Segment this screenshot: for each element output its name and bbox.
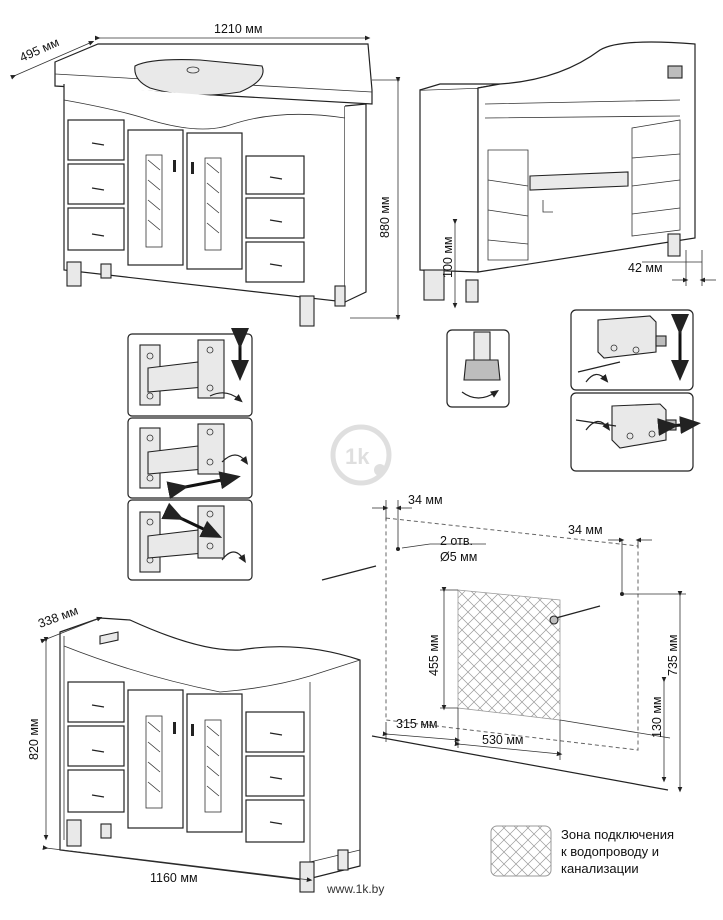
holes-diameter-label: Ø5 мм [440,550,477,564]
legend-swatch [490,825,552,877]
wall-left-margin-label: 34 мм [408,493,443,507]
legend-line-1: Зона подключения [561,827,675,842]
back-view-drawing [419,41,716,309]
bracket-panel-2 [570,392,701,472]
watermark-logo-text: 1k [345,444,370,469]
top-height-label: 880 мм [378,196,392,238]
bottom-height-label: 820 мм [27,718,41,760]
wall-right-margin-label: 34 мм [568,523,603,537]
hinge-panel-1 [127,328,253,417]
zone-left-label: 315 мм [396,717,438,731]
watermark-logo [330,424,392,486]
hinge-panel-3 [127,499,253,581]
zone-height-label: 455 мм [427,634,441,676]
leg-adjust-panel [446,329,510,408]
legend-line-2: к водопроводу и [561,844,659,859]
footer-watermark: www.1k.by [327,882,385,896]
top-cabinet-drawing [10,35,401,327]
back-offset-label: 42 мм [628,261,663,275]
leg-height-label: 100 мм [441,236,455,278]
bracket-panel-1 [570,309,694,391]
mount-height-label: 735 мм [666,634,680,676]
legend-text: Зона подключения к водопроводу и канализ… [561,826,721,877]
hinge-panel-2 [127,417,253,500]
bottom-cabinet-drawing [40,616,361,893]
floor-offset-label: 130 мм [650,696,664,738]
top-width-label: 1210 мм [214,22,262,36]
wall-mount-drawing [321,500,686,793]
holes-count-label: 2 отв. [440,534,473,548]
top-depth-label: 495 мм [18,35,62,65]
zone-width-label: 530 мм [482,733,524,747]
legend-line-3: канализации [561,861,639,876]
bottom-width-label: 1160 мм [150,871,198,885]
